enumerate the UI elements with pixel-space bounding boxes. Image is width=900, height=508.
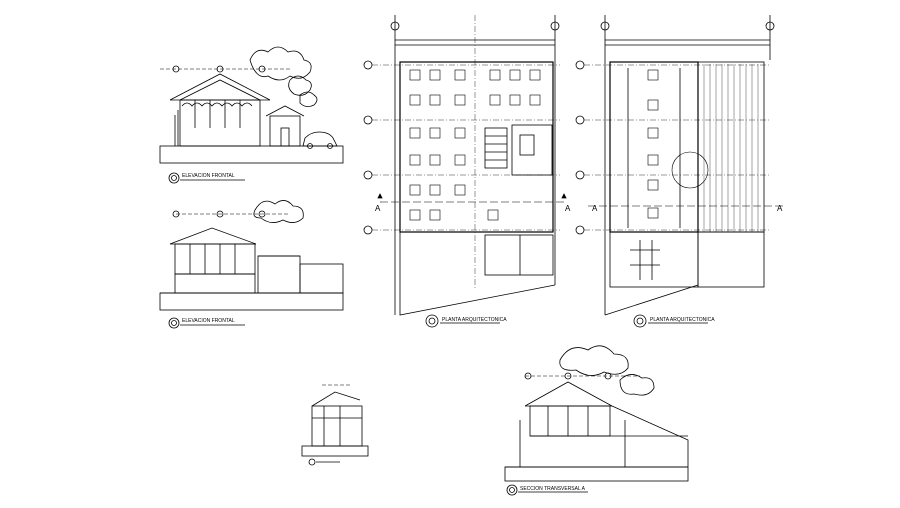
front-elevation-title: ELEVACION FRONTAL bbox=[182, 173, 235, 179]
section-mark-mid-left: A bbox=[565, 204, 571, 213]
ground-floor-plan-drawing bbox=[363, 15, 567, 328]
section-mark-left: A bbox=[375, 204, 381, 213]
side-elevation-drawing bbox=[159, 200, 344, 329]
section-title: SECCION TRANSVERSAL A bbox=[520, 486, 586, 492]
section-drawing bbox=[504, 345, 689, 496]
detail-drawing bbox=[301, 384, 369, 466]
section-mark-mid-right: A bbox=[592, 204, 598, 213]
side-elevation-title: ELEVACION FRONTAL bbox=[182, 318, 235, 324]
ground-floor-plan-title: PLANTA ARQUITECTONICA bbox=[442, 317, 507, 323]
section-mark-right: A bbox=[777, 204, 783, 213]
front-elevation-drawing bbox=[159, 46, 344, 184]
upper-floor-plan-drawing bbox=[575, 15, 785, 328]
upper-floor-plan-title: PLANTA ARQUITECTONICA bbox=[650, 317, 715, 323]
